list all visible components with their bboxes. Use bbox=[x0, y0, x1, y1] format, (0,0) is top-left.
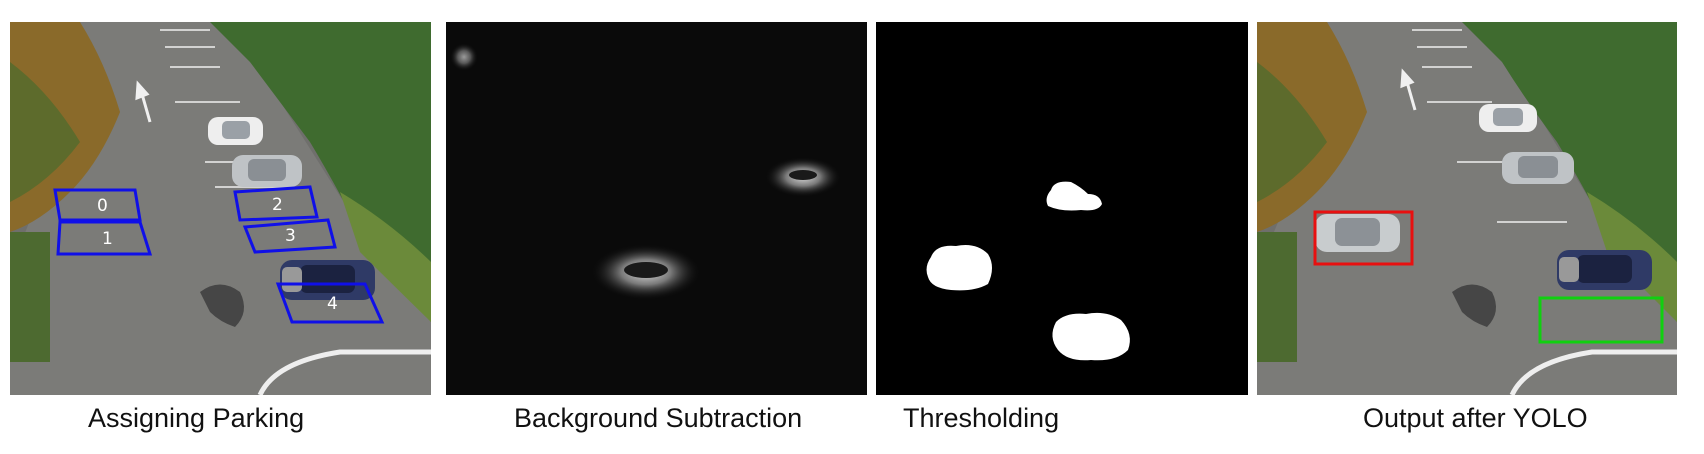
slot-label-1: 1 bbox=[102, 229, 113, 249]
road-arrow bbox=[135, 80, 152, 123]
car-silver-parked bbox=[1315, 214, 1400, 252]
panel-thresholding bbox=[876, 22, 1248, 395]
car-blue bbox=[280, 260, 375, 300]
slot-0 bbox=[53, 188, 142, 222]
thresholding-image bbox=[876, 22, 1248, 395]
threshold-blob-top bbox=[1046, 181, 1102, 211]
parking-lot-image: 0 1 2 3 4 bbox=[10, 22, 431, 395]
caption-background-subtraction: Background Subtraction bbox=[514, 403, 803, 433]
car-blue bbox=[1557, 250, 1652, 290]
threshold-blob-left bbox=[926, 245, 992, 291]
car-silver bbox=[232, 155, 302, 187]
slot-label-2: 2 bbox=[272, 195, 283, 215]
road-arrow bbox=[1400, 68, 1417, 111]
background-subtraction-image bbox=[446, 22, 867, 395]
slot-1 bbox=[56, 220, 153, 256]
detection-box-occupied bbox=[1313, 210, 1414, 266]
caption-assigning-parking: Assigning Parking bbox=[88, 403, 305, 433]
car-white bbox=[208, 117, 263, 145]
caption-thresholding: Thresholding bbox=[903, 403, 1060, 433]
slot-label-3: 3 bbox=[285, 226, 296, 246]
slot-4 bbox=[275, 282, 385, 324]
slot-label-4: 4 bbox=[327, 294, 338, 314]
panel-output-yolo bbox=[1257, 22, 1677, 395]
slot-2 bbox=[233, 185, 319, 222]
detection-box-free bbox=[1538, 296, 1664, 344]
diff-blob-corner bbox=[450, 43, 478, 71]
panel-assigning-parking: 0 1 2 3 4 bbox=[10, 22, 431, 395]
threshold-blob-bottom bbox=[1052, 312, 1130, 361]
car-silver bbox=[1502, 152, 1574, 184]
slot-label-0: 0 bbox=[97, 196, 108, 216]
yolo-output-image bbox=[1257, 22, 1677, 395]
panel-background-subtraction bbox=[446, 22, 867, 395]
parking-slot-outlines bbox=[53, 185, 385, 324]
slot-3 bbox=[242, 218, 337, 254]
car-white bbox=[1479, 104, 1537, 132]
caption-output-yolo: Output after YOLO bbox=[1363, 403, 1588, 433]
